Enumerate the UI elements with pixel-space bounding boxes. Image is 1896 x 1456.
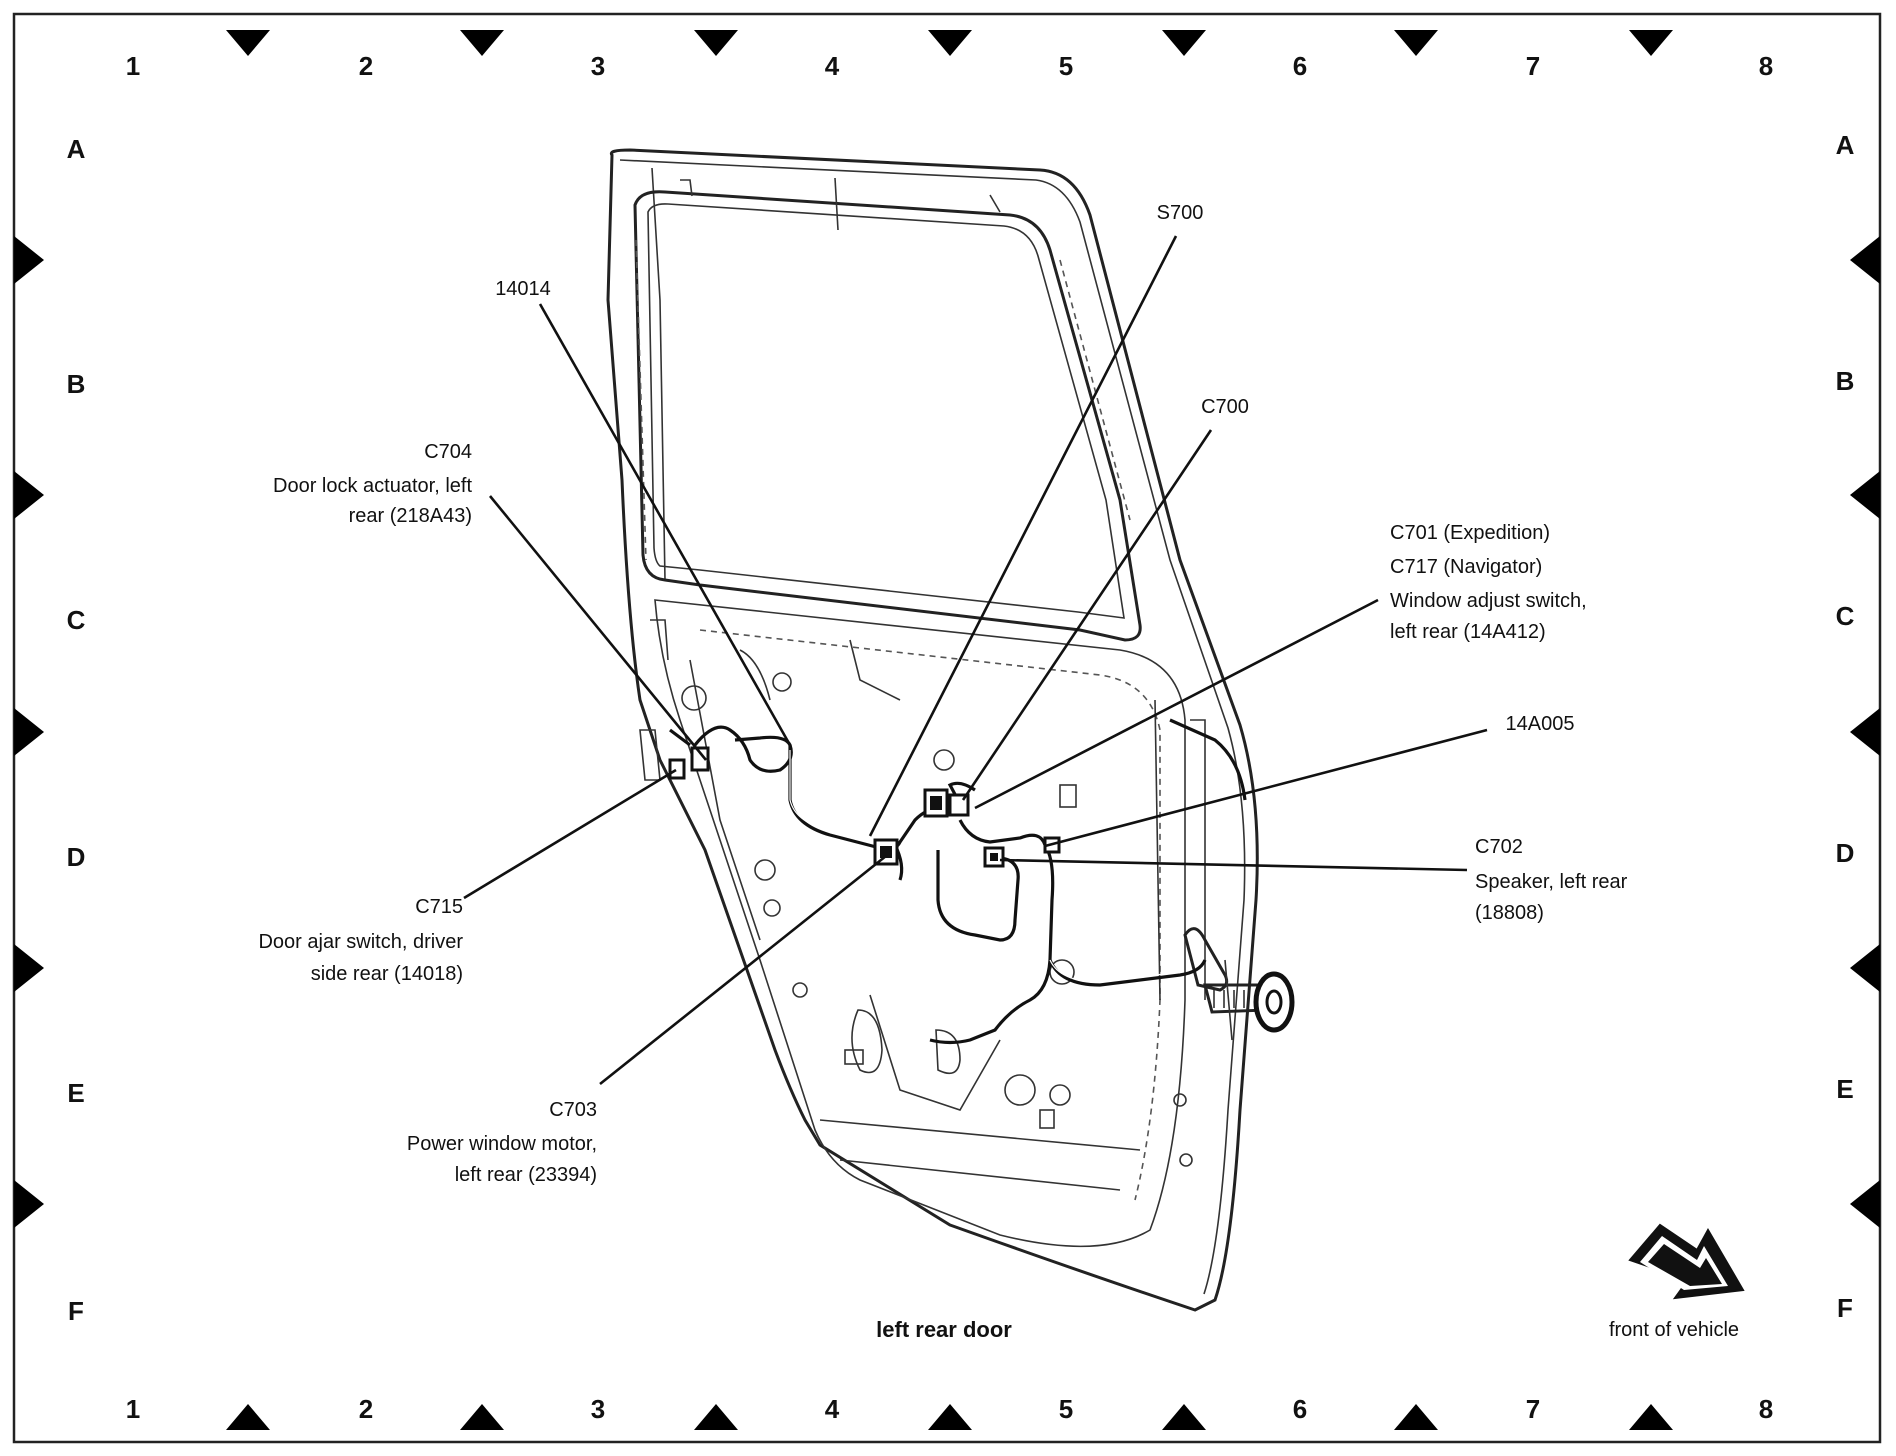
row-label: C [67, 605, 86, 635]
diagram-frame [12, 12, 1882, 1444]
column-label: 6 [1293, 51, 1307, 81]
border-marker [14, 1180, 44, 1228]
column-label: 4 [825, 51, 840, 81]
column-label: 3 [591, 51, 605, 81]
border-marker [226, 30, 270, 56]
front-of-vehicle-arrow-icon [1628, 1223, 1745, 1300]
callout-c702-desc: Speaker, left rear [1475, 871, 1628, 893]
border-marker [14, 471, 44, 519]
callout-s700: S700 [1157, 202, 1204, 224]
column-label: 1 [126, 1394, 140, 1424]
leader-c701 [974, 598, 1379, 810]
border-marker [1162, 1404, 1206, 1430]
callout-c715-desc: Door ajar switch, driver [258, 931, 463, 953]
border-marker [14, 944, 44, 992]
border-markers [14, 30, 1880, 1430]
callout-14a005: 14A005 [1506, 713, 1575, 735]
callout-c702-part: (18808) [1475, 902, 1544, 924]
callout-c704-desc: Door lock actuator, left [273, 475, 472, 497]
callout-c701-part: left rear (14A412) [1390, 621, 1546, 643]
border-marker [1394, 1404, 1438, 1430]
border-marker [1850, 236, 1880, 284]
row-label: E [1836, 1074, 1853, 1104]
border-marker [694, 1404, 738, 1430]
border-marker [1162, 30, 1206, 56]
callout-c717-id: C717 (Navigator) [1390, 556, 1542, 578]
column-label: 3 [591, 1394, 605, 1424]
row-labels-right: A B C D E F [1836, 130, 1855, 1323]
border-marker [14, 708, 44, 756]
leader-14a005 [1044, 728, 1488, 848]
callout-c701-id: C701 (Expedition) [1390, 522, 1550, 544]
leader-14014 [538, 303, 792, 746]
row-label: D [67, 842, 86, 872]
column-label: 4 [825, 1394, 840, 1424]
border-marker [1850, 944, 1880, 992]
callout-c700: C700 [1201, 396, 1249, 418]
diagram-caption: left rear door [876, 1317, 1012, 1342]
border-marker [14, 236, 44, 284]
border-marker [1629, 1404, 1673, 1430]
callout-c715-part: side rear (14018) [311, 963, 463, 985]
wire-harness [668, 718, 1247, 1045]
column-label: 5 [1059, 1394, 1073, 1424]
row-label: F [1837, 1293, 1853, 1323]
leader-c703 [599, 854, 887, 1086]
callout-c715-id: C715 [415, 896, 463, 918]
border-marker [928, 1404, 972, 1430]
leader-s700 [868, 235, 1178, 837]
border-marker [1850, 471, 1880, 519]
callout-c704-id: C704 [424, 441, 472, 463]
front-of-vehicle-label: front of vehicle [1609, 1319, 1739, 1341]
row-label: F [68, 1296, 84, 1326]
column-label: 1 [126, 51, 140, 81]
row-label: B [1836, 366, 1855, 396]
row-label: C [1836, 601, 1855, 631]
border-marker [694, 30, 738, 56]
column-label: 8 [1759, 1394, 1773, 1424]
border-marker [928, 30, 972, 56]
callout-c703-id: C703 [549, 1099, 597, 1121]
row-label: B [67, 369, 86, 399]
border-marker [460, 30, 504, 56]
column-label: 8 [1759, 51, 1773, 81]
callout-c703-desc: Power window motor, [407, 1133, 597, 1155]
border-marker [1850, 1180, 1880, 1228]
column-label: 6 [1293, 1394, 1307, 1424]
leader-c702 [999, 858, 1468, 872]
leader-c700 [961, 429, 1213, 801]
leader-c704 [488, 495, 708, 761]
border-marker [226, 1404, 270, 1430]
door-drawing [606, 148, 1295, 1312]
column-label: 7 [1526, 51, 1540, 81]
callouts: S700 14014 C700 C704 Door lock actuator,… [258, 202, 1627, 1186]
callout-c702-id: C702 [1475, 836, 1523, 858]
column-label: 7 [1526, 1394, 1540, 1424]
leader-c715 [463, 768, 677, 900]
callout-c704-part: rear (218A43) [349, 505, 472, 527]
column-labels-top: 1 2 3 4 5 6 7 8 [126, 51, 1773, 81]
row-label: A [1836, 130, 1855, 160]
callout-c701-desc: Window adjust switch, [1390, 590, 1587, 612]
column-label: 2 [359, 51, 373, 81]
callout-c703-part: left rear (23394) [455, 1164, 597, 1186]
border-marker [1629, 30, 1673, 56]
row-label: A [67, 134, 86, 164]
border-marker [460, 1404, 504, 1430]
border-marker [1394, 30, 1438, 56]
row-labels-left: A B C D E F [67, 134, 86, 1326]
leader-lines [463, 235, 1488, 1086]
column-label: 5 [1059, 51, 1073, 81]
border-marker [1850, 708, 1880, 756]
column-labels-bottom: 1 2 3 4 5 6 7 8 [126, 1394, 1773, 1424]
row-label: E [67, 1078, 84, 1108]
column-label: 2 [359, 1394, 373, 1424]
row-label: D [1836, 838, 1855, 868]
callout-14014: 14014 [495, 278, 551, 300]
